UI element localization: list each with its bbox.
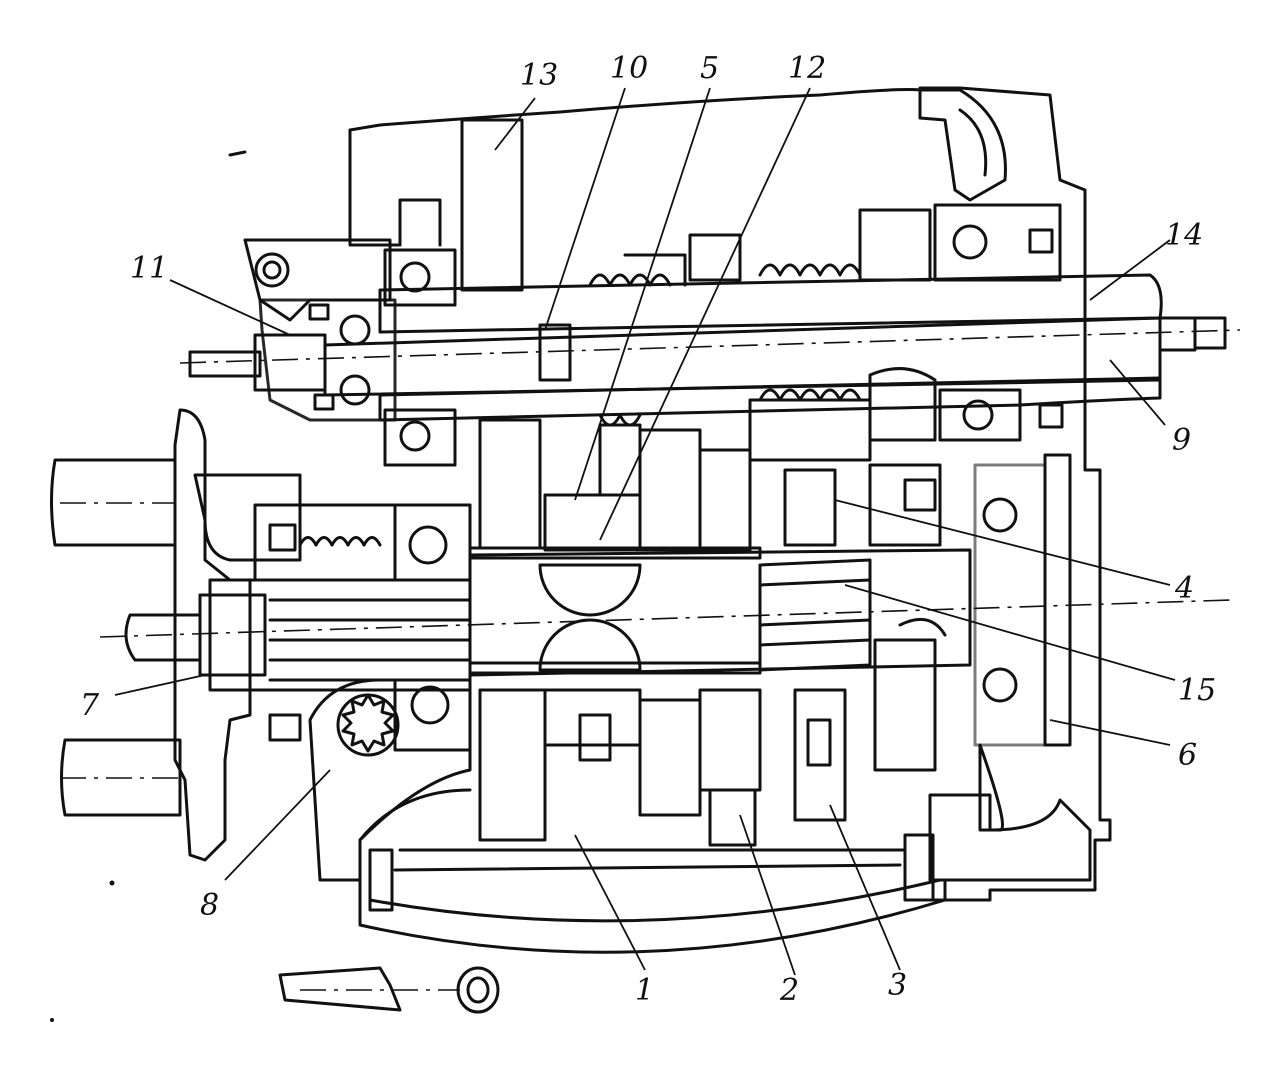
callout-15: 15 <box>1178 673 1216 708</box>
callout-7: 7 <box>80 688 100 723</box>
left-flange <box>50 408 302 862</box>
callout-4: 4 <box>1174 571 1194 606</box>
stray-mark <box>228 150 247 157</box>
leader-lines <box>114 87 1176 976</box>
callout-12: 12 <box>788 51 826 86</box>
callout-9: 9 <box>1172 423 1191 458</box>
callout-2: 2 <box>779 973 799 1008</box>
housing <box>278 86 1112 1014</box>
stray-dot <box>109 880 115 886</box>
callout-3: 3 <box>888 968 907 1003</box>
callout-13: 13 <box>520 58 558 93</box>
upper-shaft <box>179 118 1241 467</box>
callout-6: 6 <box>1178 738 1197 773</box>
gear-cluster <box>478 398 947 847</box>
callout-11: 11 <box>130 251 168 286</box>
callout-5: 5 <box>700 51 719 86</box>
callout-1: 1 <box>635 973 654 1008</box>
callout-10: 10 <box>610 51 648 86</box>
callout-14: 14 <box>1165 218 1203 253</box>
stray-dot <box>50 1018 54 1022</box>
callout-labels: 13 10 5 12 11 14 9 4 15 6 7 8 1 2 3 <box>80 51 1216 1008</box>
main-shaft <box>99 503 1231 757</box>
callout-8: 8 <box>200 888 219 923</box>
